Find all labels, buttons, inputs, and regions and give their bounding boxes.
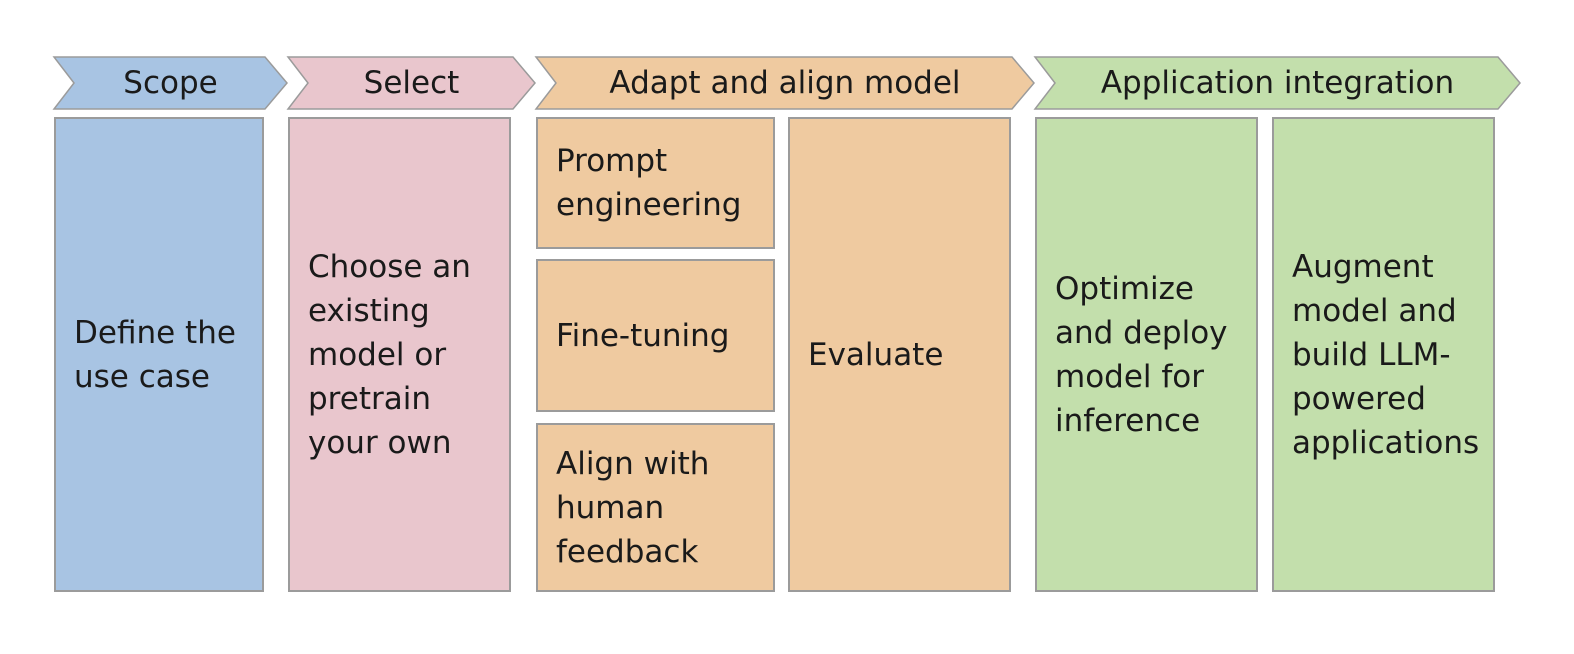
chevron-shape	[286, 56, 536, 110]
stage-title-integration: Application integration	[1100, 64, 1455, 101]
step-label: Choose an existing model or pretrain you…	[308, 248, 471, 461]
stage-header-select: Select	[286, 56, 536, 110]
stage-title-scope: Scope	[123, 64, 218, 101]
step-align-human-feedback: Align with human feedback	[536, 423, 775, 592]
stage-header-scope: Scope	[52, 56, 288, 110]
step-label: Fine-tuning	[556, 317, 730, 354]
step-augment-build: Augment model and build LLM- powered app…	[1272, 117, 1495, 592]
step-label: Align with human feedback	[556, 445, 710, 570]
stage-header-integration: Application integration	[1033, 56, 1521, 110]
step-evaluate: Evaluate	[788, 117, 1011, 592]
step-label: Prompt engineering	[556, 143, 742, 223]
step-label: Augment model and build LLM- powered app…	[1292, 248, 1480, 461]
step-label: Evaluate	[808, 336, 944, 373]
step-fine-tuning: Fine-tuning	[536, 259, 775, 412]
step-prompt-engineering: Prompt engineering	[536, 117, 775, 249]
stage-title-select: Select	[363, 64, 460, 101]
chevron-shape	[52, 56, 288, 110]
chevron-shape	[534, 56, 1035, 110]
step-label: Optimize and deploy model for inference	[1055, 270, 1228, 439]
step-choose-model: Choose an existing model or pretrain you…	[288, 117, 511, 592]
chevron-shape	[1033, 56, 1521, 110]
step-label: Define the use case	[74, 314, 236, 395]
step-optimize-deploy: Optimize and deploy model for inference	[1035, 117, 1258, 592]
step-define-use-case: Define the use case	[54, 117, 264, 592]
stage-header-adapt: Adapt and align model	[534, 56, 1035, 110]
stage-title-adapt: Adapt and align model	[609, 64, 961, 101]
